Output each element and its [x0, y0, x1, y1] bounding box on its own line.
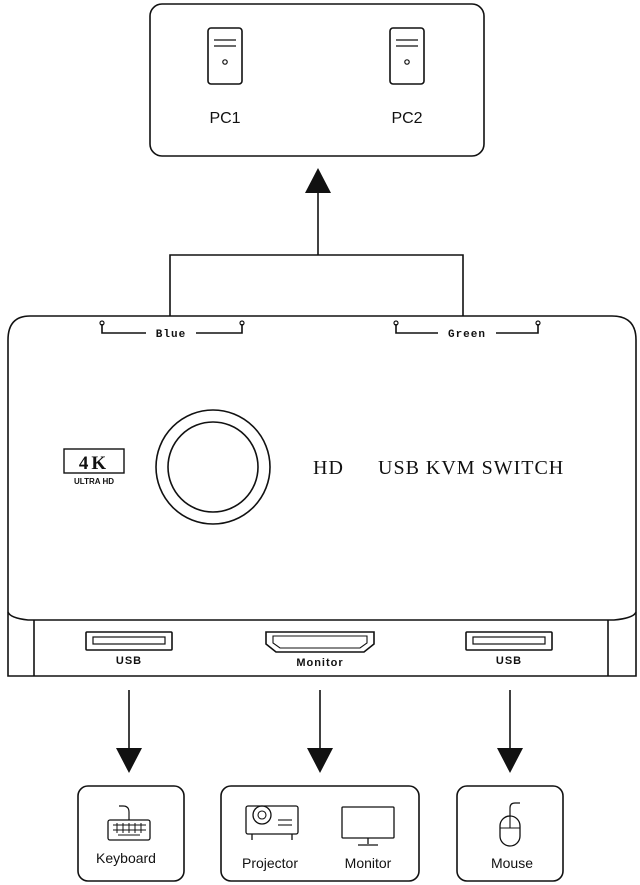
switch-push-button-icon [155, 409, 271, 525]
keyboard-label: Keyboard [96, 850, 156, 866]
switch-title: USB KVM SWITCH [378, 457, 564, 479]
led-blue-indicator: Blue [99, 320, 245, 341]
kvm-switch-body: Blue Green 4K ULTRA HD HD USB KVM SWITCH [7, 315, 637, 677]
4k-badge-main: 4K [79, 453, 109, 474]
pc2-label: PC2 [391, 110, 422, 127]
hdmi-port-label: Monitor [296, 657, 343, 669]
4k-badge-sub: ULTRA HD [74, 477, 114, 486]
hdmi-port-icon: Monitor [265, 631, 375, 669]
pc-cable [169, 168, 464, 316]
usb-port-right-label: USB [496, 655, 522, 667]
pc1-tower-icon [207, 27, 243, 85]
arrow-down-icon [116, 748, 142, 773]
keyboard-icon [107, 805, 151, 841]
mouse-box: Mouse [456, 785, 564, 882]
switch-title-hd: HD [313, 457, 344, 479]
projector-label: Projector [242, 855, 298, 871]
projector-icon [245, 805, 299, 840]
arrow-down-icon [497, 748, 523, 773]
pc-box: PC1 PC2 [149, 3, 485, 157]
arrow-up-icon [305, 168, 331, 193]
usb-port-left-label: USB [116, 655, 142, 667]
pc1-label: PC1 [209, 110, 240, 127]
arrow-monitor [307, 690, 333, 773]
4k-badge: 4K ULTRA HD [63, 448, 125, 486]
monitor-icon [341, 806, 395, 846]
monitor-label: Monitor [345, 855, 392, 871]
keyboard-box: Keyboard [77, 785, 185, 882]
usb-port-left-icon: USB [85, 631, 173, 667]
mouse-label: Mouse [491, 855, 533, 871]
arrow-down-icon [307, 748, 333, 773]
led-green-label: Green [448, 329, 486, 341]
arrow-mouse [497, 690, 523, 773]
pc2-tower-icon [389, 27, 425, 85]
display-box: Projector Monitor [220, 785, 420, 882]
usb-port-right-icon: USB [465, 631, 553, 667]
led-green-indicator: Green [393, 320, 541, 341]
led-blue-label: Blue [156, 329, 186, 341]
mouse-icon [499, 802, 521, 847]
arrow-keyboard [116, 690, 142, 773]
